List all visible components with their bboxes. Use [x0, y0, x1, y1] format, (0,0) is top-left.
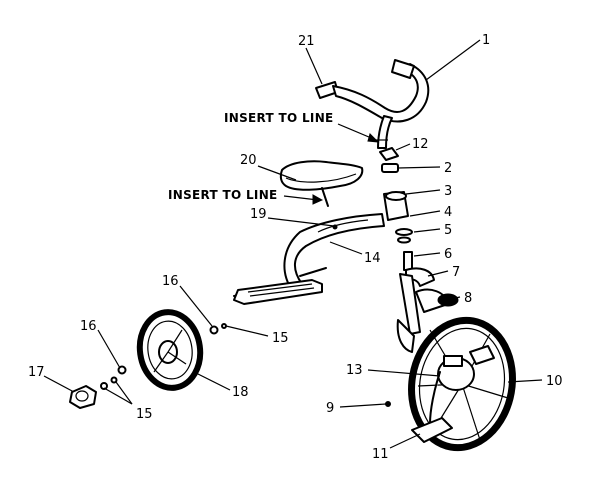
small-fasteners — [69, 323, 227, 409]
part-label-5: 5 — [444, 223, 452, 238]
part-label-7: 7 — [452, 265, 460, 280]
part-label-20: 20 — [240, 153, 257, 168]
part-labels: 1 21 12 2 3 4 5 6 7 8 10 13 9 11 20 19 1… — [28, 33, 563, 462]
rear-wheel — [136, 309, 204, 391]
part-label-11: 11 — [372, 447, 389, 462]
part-label-16-upper: 16 — [162, 274, 179, 289]
part-label-9: 9 — [326, 401, 334, 416]
part-label-1: 1 — [482, 33, 490, 48]
part-label-6: 6 — [444, 247, 452, 262]
part-label-15-lower: 15 — [136, 407, 153, 422]
annotation-insert-handlebar: INSERT TO LINE — [224, 111, 334, 125]
leader-lines — [43, 39, 543, 449]
part-label-4: 4 — [444, 205, 452, 220]
annotation-insert-seat: INSERT TO LINE — [168, 188, 278, 202]
part-label-16-lower: 16 — [80, 319, 97, 334]
part-label-21: 21 — [298, 34, 315, 49]
part-label-3: 3 — [444, 184, 452, 199]
part-label-19: 19 — [250, 207, 267, 222]
part-label-17: 17 — [28, 365, 45, 380]
part-label-13: 13 — [346, 363, 363, 378]
headset-parts — [379, 147, 413, 271]
part-label-2: 2 — [444, 161, 452, 176]
frame — [233, 213, 385, 305]
part-label-14: 14 — [364, 251, 381, 266]
front-fork — [396, 267, 459, 353]
part-label-8: 8 — [464, 291, 472, 306]
part-label-15-upper: 15 — [272, 331, 289, 346]
handlebar — [315, 59, 430, 149]
front-wheel — [385, 316, 516, 452]
insert-annotations: INSERT TO LINE INSERT TO LINE — [168, 111, 380, 205]
part-label-18: 18 — [232, 385, 249, 400]
part-label-12: 12 — [412, 137, 429, 152]
seat — [279, 160, 364, 207]
part-label-10: 10 — [546, 374, 563, 389]
